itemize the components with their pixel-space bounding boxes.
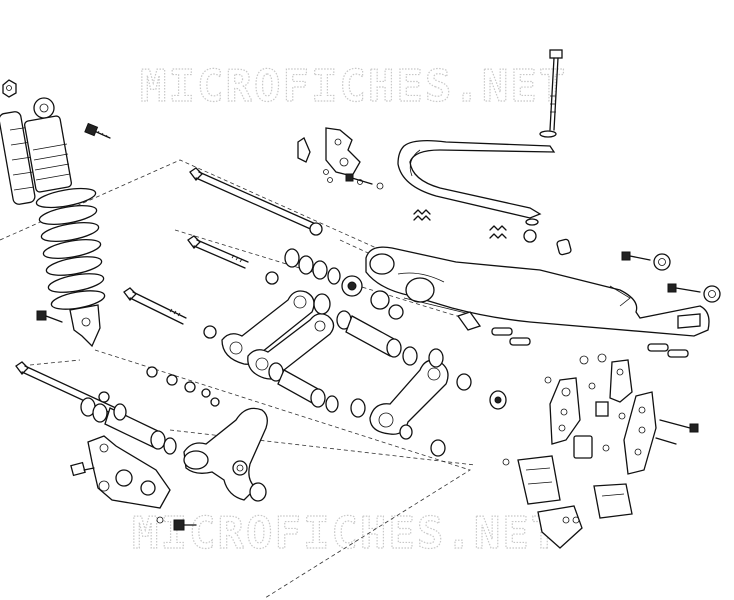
axle-adjuster-top <box>621 251 671 271</box>
lower-spacer-tube <box>80 397 177 455</box>
shock-bolt-bottom <box>36 310 63 323</box>
swing-arm <box>365 246 710 337</box>
pivot-bolt-3 <box>123 287 187 325</box>
top-mount-bracket <box>297 127 384 190</box>
watermark-bottom: MICROFICHES.NET <box>132 508 559 559</box>
bracket-bolt <box>156 516 197 531</box>
connecting-rod-right <box>369 359 449 435</box>
small-clips <box>413 209 572 256</box>
lower-right-spacers <box>399 373 507 457</box>
center-shaft-middle <box>313 293 444 368</box>
swingarm-pads <box>370 290 689 358</box>
guide-bolt <box>539 49 563 138</box>
left-bracket-plate <box>70 435 171 509</box>
shock-absorber <box>0 97 106 348</box>
watermark-top: MICROFICHES.NET <box>140 61 567 112</box>
chain-adjuster-plates <box>544 353 699 475</box>
chain-guide <box>397 140 556 219</box>
center-shaft-lower <box>268 362 366 418</box>
pivot-bolt-1 <box>189 167 323 236</box>
shock-top-nut <box>2 79 17 98</box>
connecting-rod-left <box>221 290 335 380</box>
spacer-stack-left <box>98 271 279 407</box>
center-shaft-upper <box>284 248 363 297</box>
axle-adjuster-bottom <box>667 283 721 303</box>
chain-slider-blocks <box>502 455 633 549</box>
pivot-bolt-2 <box>187 235 249 269</box>
rocker-arm <box>183 407 268 502</box>
shock-bolt-top <box>84 122 111 139</box>
shock-spring <box>35 187 106 310</box>
